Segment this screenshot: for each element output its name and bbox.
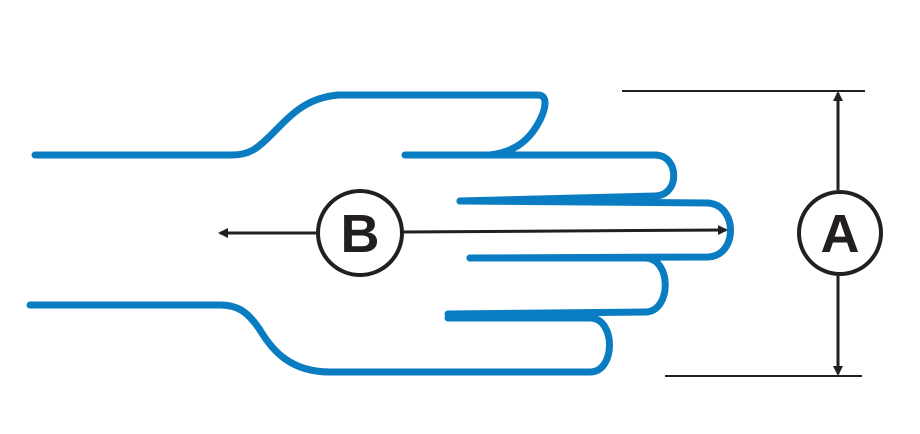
hand-top-edge-thumb xyxy=(31,91,549,159)
label-a-circle xyxy=(797,190,883,276)
label-a: A xyxy=(821,204,860,264)
dimension-a: A xyxy=(622,90,883,377)
label-b-circle xyxy=(316,189,404,277)
ring-finger xyxy=(444,254,669,318)
pinky-and-bottom-edge xyxy=(26,301,613,376)
arrow-right-icon xyxy=(401,225,728,236)
label-b: B xyxy=(341,204,380,264)
index-finger xyxy=(401,151,678,205)
middle-finger xyxy=(456,197,734,262)
dimension-b: B xyxy=(218,189,728,277)
hand-outline xyxy=(26,91,734,376)
